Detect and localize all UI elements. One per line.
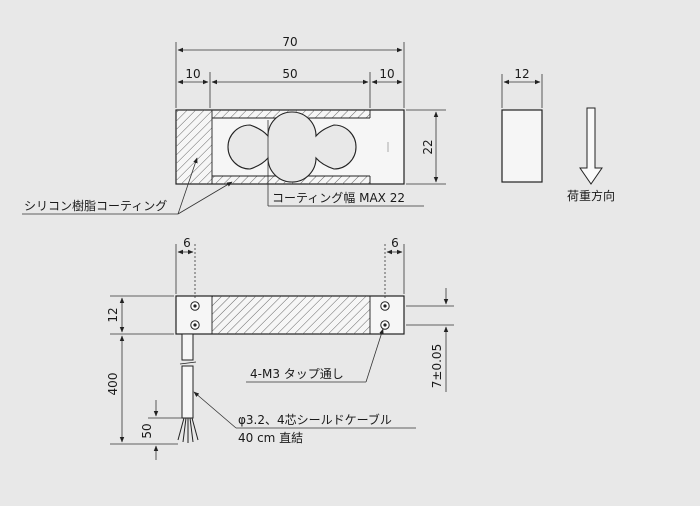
front-view xyxy=(175,295,405,443)
dim-cable-length: 400 xyxy=(106,373,120,396)
front-dimensions: 6 6 12 400 50 7±0.05 xyxy=(106,236,454,460)
label-cable-line2: 40 cm 直結 xyxy=(238,431,303,445)
dim-hole-offset: 7±0.05 xyxy=(430,344,444,388)
dim-strand-length: 50 xyxy=(140,423,154,438)
label-tap-holes: 4-M3 タップ通し xyxy=(250,367,344,381)
cable-upper xyxy=(181,333,194,361)
label-cable-line1: φ3.2、4芯シールドケーブル xyxy=(238,412,392,427)
dim-top-height: 22 xyxy=(421,139,435,154)
cable-strands xyxy=(177,417,199,443)
side-view: 12 荷重方向 xyxy=(501,67,615,203)
dim-top-total: 70 xyxy=(282,35,297,49)
front-hatch xyxy=(212,296,370,334)
dim-top-right: 10 xyxy=(379,67,394,81)
coating-annotations: シリコン樹脂コーティング コーティング幅 MAX 22 xyxy=(22,120,424,215)
dim-bottom-right-hole: 6 xyxy=(391,236,399,250)
coating-left-hatch xyxy=(176,110,212,184)
dim-side-width: 12 xyxy=(514,67,529,81)
cable-lower xyxy=(181,365,194,419)
load-direction-arrow xyxy=(579,107,603,185)
top-view xyxy=(175,109,405,185)
dim-top-left: 10 xyxy=(185,67,200,81)
label-coating-width: コーティング幅 MAX 22 xyxy=(272,190,405,205)
label-silicone-coating: シリコン樹脂コーティング xyxy=(24,198,167,213)
tap-holes xyxy=(190,301,390,330)
label-load-direction: 荷重方向 xyxy=(567,188,615,203)
front-annotations: 4-M3 タップ通し φ3.2、4芯シールドケーブル 40 cm 直結 xyxy=(193,328,416,445)
strain-opening xyxy=(227,111,357,183)
side-view-body xyxy=(501,109,543,183)
top-dimensions: 70 10 50 10 22 xyxy=(175,35,446,185)
cable-break xyxy=(179,361,197,365)
dim-bottom-left-hole: 6 xyxy=(183,236,191,250)
dim-top-middle: 50 xyxy=(282,67,297,81)
dim-bottom-height: 12 xyxy=(106,307,120,322)
